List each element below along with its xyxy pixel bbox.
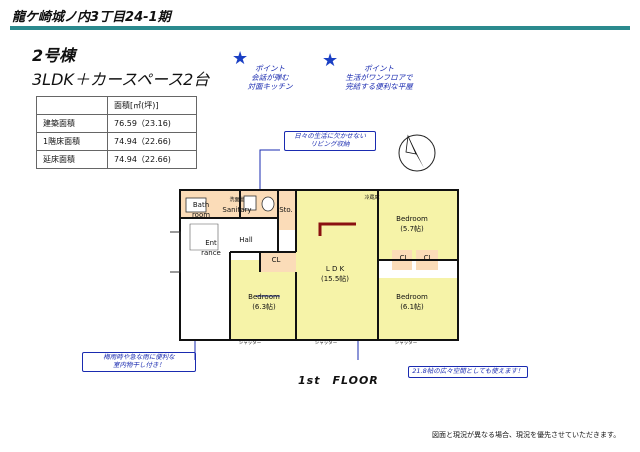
- room-label-fridge: 冷蔵庫: [364, 195, 380, 201]
- shutter-label: シャッター: [394, 341, 418, 346]
- room-size: (5.7帖): [400, 225, 424, 233]
- table-cell: 76.59（23.16): [107, 114, 197, 133]
- room-label: Ent: [205, 239, 217, 247]
- table-row: 延床面積 74.94（22.66): [36, 150, 197, 169]
- bedroom-ne-fill: [378, 190, 458, 260]
- floor-label: 1st FLOOR: [298, 374, 379, 387]
- table-cell: 建築面積: [36, 114, 108, 133]
- point-label: ポイント: [255, 64, 285, 73]
- area-table: 面積[㎡(坪)] 建築面積 76.59（23.16) 1階床面積 74.94（2…: [36, 96, 197, 169]
- room-size: (6.1帖): [400, 303, 424, 311]
- entrance-floor: [189, 223, 219, 251]
- toilet-icon: [261, 196, 275, 212]
- callout-line: [194, 339, 240, 360]
- bedroom-sw-fill: [230, 278, 296, 340]
- room-label-closet: CL: [423, 254, 433, 262]
- star-icon: ★: [322, 50, 339, 71]
- shutter-label: シャッター: [238, 341, 262, 346]
- room-label-bedroom-se: Bedroom (6.1帖): [384, 292, 440, 312]
- ldk-fill: [296, 190, 378, 340]
- callout-indoor-drying: 梅雨時や急な雨に便利な 室内物干し付き！: [82, 352, 196, 372]
- table-cell: 延床面積: [36, 150, 108, 169]
- room-label-closet: CL: [399, 254, 409, 262]
- room-label-closet: CL: [271, 256, 281, 264]
- table-header: 面積[㎡(坪)]: [107, 96, 197, 115]
- table-cell: 74.94（22.66): [107, 150, 197, 169]
- room-label-storage: Sto.: [279, 206, 293, 214]
- room-label-washroom: 洗面室: [229, 197, 245, 203]
- header-divider: [10, 26, 630, 30]
- point-bubble-kitchen: ポイント 会話が弾む 対面キッチン: [240, 64, 300, 91]
- room-label-entrance: Ent rance: [196, 238, 226, 258]
- walls: [179, 189, 459, 341]
- plan-type: 3LDK＋カースペース2台: [32, 70, 210, 89]
- room-label: Bedroom: [248, 293, 280, 301]
- callout-text: 梅雨時や急な雨に便利な: [103, 353, 175, 361]
- building-name: 2号棟: [32, 46, 76, 65]
- closet-fill: [260, 252, 296, 272]
- room-label: L D K: [325, 265, 345, 273]
- point-bubble-single-floor: ポイント 生活がワンフロアで 完結する便利な平屋: [332, 64, 426, 91]
- header-title: 龍ケ崎城ノ内3丁目24-1期: [12, 10, 171, 25]
- bedroom-se-fill: [378, 278, 458, 340]
- callout-living-storage: 日々の生活に欠かせない リビング収納: [284, 131, 376, 151]
- point-label: ポイント: [364, 64, 394, 73]
- room-label-hall: Hall: [239, 236, 253, 244]
- callout-ldk-space: 21.8帖の広々空間としても使えます！: [408, 366, 528, 378]
- footer-note: 図面と現況が異なる場合、現況を優先させていただきます。: [432, 431, 621, 439]
- point-text: 会話が弾む: [251, 73, 289, 82]
- table-row: 建築面積 76.59（23.16): [36, 114, 197, 133]
- bathtub-icon: [185, 197, 207, 213]
- room-size: (15.5帖): [320, 275, 350, 283]
- room-label-ldk: L D K (15.5帖): [300, 264, 370, 284]
- room-label: rance: [201, 249, 221, 257]
- room-size: (6.3帖): [252, 303, 276, 311]
- star-icon: ★: [232, 48, 249, 69]
- kitchen-counter: [318, 222, 356, 236]
- point-text: 対面キッチン: [247, 82, 293, 91]
- callout-text: 室内物干し付き！: [113, 361, 165, 369]
- table-cell: [36, 96, 108, 115]
- point-text: 生活がワンフロアで: [345, 73, 413, 82]
- table-row: 面積[㎡(坪)]: [36, 96, 197, 115]
- room-label: Bedroom: [396, 215, 428, 223]
- room-label-bedroom-ne: Bedroom (5.7帖): [384, 214, 440, 234]
- entrance-door: [170, 231, 181, 273]
- room-label-bedroom-sw: Bedroom (6.3帖): [236, 292, 292, 312]
- callout-line: [259, 149, 280, 194]
- room-label: Bath: [192, 201, 210, 209]
- shutter-label: シャッター: [314, 341, 338, 346]
- callout-text: 日々の生活に欠かせない: [294, 132, 366, 140]
- point-text: 完結する便利な平屋: [345, 82, 413, 91]
- room-label: Bedroom: [396, 293, 428, 301]
- floor-plan: [170, 149, 459, 360]
- callout-text: リビング収納: [310, 140, 350, 148]
- north-compass-icon: [398, 134, 436, 172]
- sink-icon: [243, 195, 257, 211]
- room-label-bath: Bath room: [186, 200, 216, 220]
- room-label: room: [191, 211, 211, 219]
- entrance-fill: [180, 218, 230, 278]
- room-label-sanitary: Sanitary: [222, 206, 252, 214]
- table-cell: 1階床面積: [36, 132, 108, 151]
- storage-fill: [278, 190, 296, 230]
